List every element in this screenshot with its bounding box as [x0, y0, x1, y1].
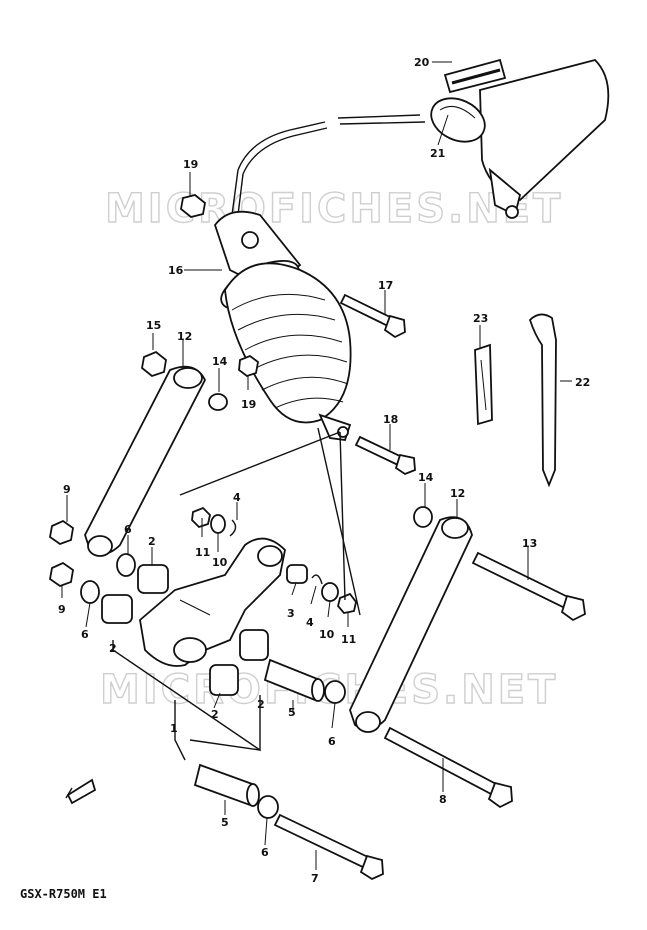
sleeve-5-b — [193, 763, 260, 807]
cushion-lever — [139, 537, 286, 667]
washer-14-left — [208, 393, 228, 411]
nut-9-upper — [49, 519, 74, 546]
callout-1: 1 — [170, 722, 178, 735]
washer-6-a — [116, 553, 136, 577]
callout-2: 2 — [211, 708, 219, 721]
front-arrow-icon — [65, 778, 97, 805]
callout-19: 19 — [241, 398, 256, 411]
callout-2: 2 — [148, 535, 156, 548]
callout-11: 11 — [341, 633, 356, 646]
nut-upper — [180, 194, 206, 218]
callout-16: 16 — [168, 264, 184, 277]
bolt-8 — [383, 726, 513, 809]
callout-13: 13 — [522, 537, 537, 550]
bearing-2-a — [137, 564, 169, 594]
callout-9: 9 — [58, 603, 66, 616]
callout-2: 2 — [257, 698, 265, 711]
cushion-rod-left — [84, 365, 207, 557]
callout-8: 8 — [439, 793, 447, 806]
cushion-rod-right — [349, 516, 473, 733]
nut-9-lower — [49, 561, 74, 588]
callout-22: 22 — [575, 376, 590, 389]
callout-6: 6 — [261, 846, 269, 859]
nut-15 — [141, 350, 167, 378]
bearing-2-d — [209, 664, 239, 696]
leader-lines — [61, 61, 572, 870]
callout-18: 18 — [383, 413, 398, 426]
washer-14-right — [413, 506, 433, 528]
small-parts-right-set — [286, 564, 357, 614]
spanner-part-22 — [528, 313, 557, 488]
callout-10: 10 — [212, 556, 228, 569]
bolt-13 — [471, 551, 586, 622]
callout-7: 7 — [311, 872, 319, 885]
rod-part-23 — [474, 343, 493, 426]
callout-4: 4 — [306, 616, 314, 629]
callout-11: 11 — [195, 546, 210, 559]
callout-6: 6 — [81, 628, 89, 641]
callout-10: 10 — [319, 628, 335, 641]
bearing-2-b — [101, 594, 133, 624]
callout-21: 21 — [430, 147, 445, 160]
reservoir-hose — [231, 114, 426, 216]
callout-5: 5 — [221, 816, 229, 829]
sleeve-5-a — [263, 658, 325, 702]
callout-17: 17 — [378, 279, 393, 292]
callout-15: 15 — [146, 319, 161, 332]
callout-14: 14 — [212, 355, 228, 368]
guide-lines — [112, 427, 361, 761]
bolt-7 — [273, 813, 384, 881]
model-code: GSX-R750M E1 — [20, 887, 107, 901]
reservoir-tank — [430, 58, 610, 219]
callout-19: 19 — [183, 158, 198, 171]
rear-shock-absorber — [213, 210, 352, 441]
washer-6-d — [257, 795, 279, 819]
callout-5: 5 — [288, 706, 296, 719]
callout-6: 6 — [328, 735, 336, 748]
callout-2: 2 — [109, 642, 117, 655]
washer-6-c — [324, 680, 346, 704]
bolt-upper — [339, 293, 406, 339]
callout-20: 20 — [414, 56, 430, 69]
washer-6-b — [80, 580, 100, 604]
callout-4: 4 — [233, 491, 241, 504]
callout-9: 9 — [63, 483, 71, 496]
bolt-lower-shock — [354, 435, 416, 476]
bearing-2-c — [239, 629, 269, 661]
callout-12: 12 — [450, 487, 465, 500]
callout-3: 3 — [287, 607, 295, 620]
reservoir-band — [443, 58, 507, 94]
nut-lower — [238, 354, 259, 378]
callout-12: 12 — [177, 330, 192, 343]
small-parts-left-set — [191, 506, 237, 537]
callout-6: 6 — [124, 523, 132, 536]
callout-23: 23 — [473, 312, 488, 325]
callout-14: 14 — [418, 471, 434, 484]
